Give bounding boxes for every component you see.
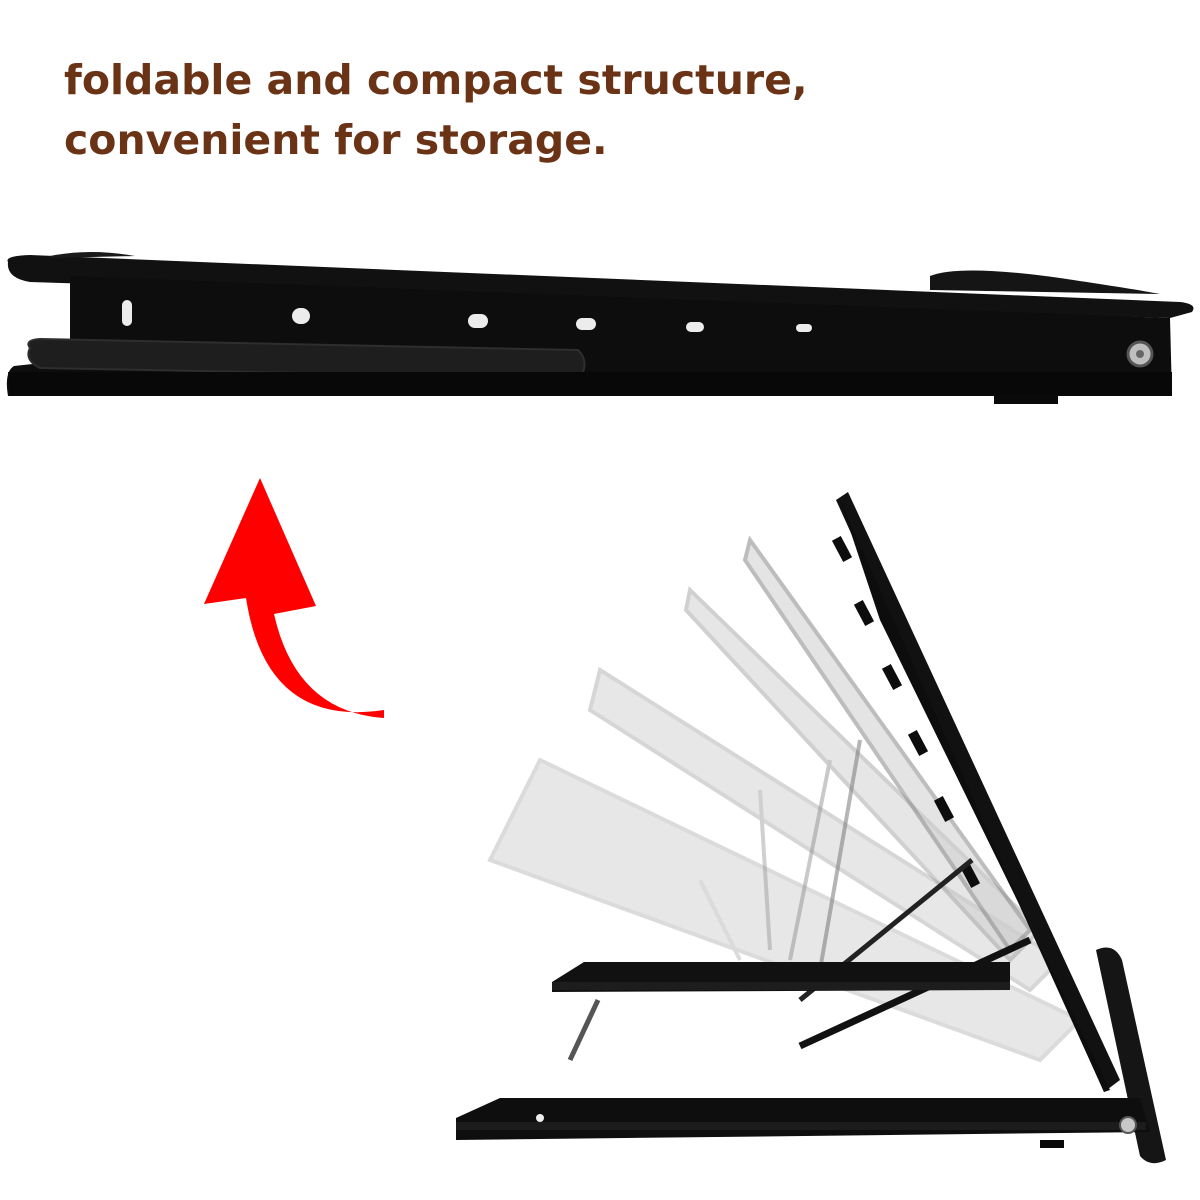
curved-up-arrow-icon [204,478,384,718]
caption: foldable and compact structure, convenie… [64,50,808,170]
folded-stand-image [6,252,1194,404]
caption-line-1: foldable and compact structure, [64,56,808,104]
unfolded-stand-image [456,492,1166,1164]
caption-line-2: convenient for storage. [64,116,608,164]
